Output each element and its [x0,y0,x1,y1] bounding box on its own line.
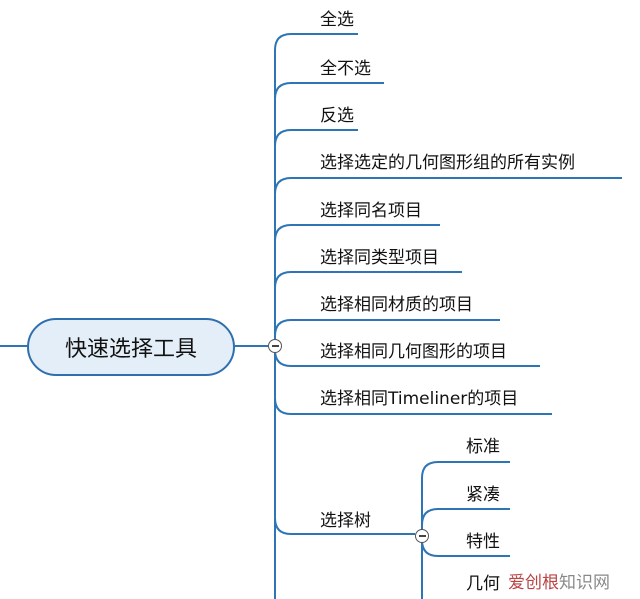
branch-line-2 [274,129,358,346]
branch-select-all[interactable]: 全选 [320,10,354,30]
branch-select-same-timeliner[interactable]: 选择相同Timeliner的项目 [320,389,519,409]
branch-line-6 [274,319,500,346]
subbranch-line-1 [421,508,510,536]
branch-select-same-geometry[interactable]: 选择相同几何图形的项目 [320,342,507,362]
branch-line-4 [274,224,440,346]
branch-select-same-type[interactable]: 选择同类型项目 [320,248,439,268]
collapse-toggle-selection-tree[interactable] [415,529,429,543]
subbranch-properties[interactable]: 特性 [466,532,500,552]
branch-line-0 [274,33,358,346]
subbranch-geometry[interactable]: 几何 [466,574,500,594]
branch-select-none[interactable]: 全不选 [320,59,371,79]
root-node[interactable]: 快速选择工具 [27,318,235,376]
subbranch-line-0 [421,461,510,536]
collapse-toggle-root[interactable] [268,339,282,353]
branch-select-group-instances[interactable]: 选择选定的几何图形组的所有实例 [320,153,575,173]
branch-line-5 [274,271,462,346]
branch-select-same-material[interactable]: 选择相同材质的项目 [320,295,473,315]
subbranch-standard[interactable]: 标准 [466,437,500,457]
watermark-part2: 知识网 [559,573,610,593]
branch-select-same-name[interactable]: 选择同名项目 [320,201,422,221]
branch-selection-tree[interactable]: 选择树 [320,511,371,531]
branch-line-1 [274,82,384,346]
watermark-part1: 爱创根 [508,573,559,593]
branch-invert-selection[interactable]: 反选 [320,106,354,126]
branch-line-9 [274,346,392,535]
watermark: 爱创根知识网 [508,568,610,593]
subbranch-compact[interactable]: 紧凑 [466,485,500,505]
root-node-label: 快速选择工具 [64,337,197,362]
branch-line-3 [274,177,622,346]
